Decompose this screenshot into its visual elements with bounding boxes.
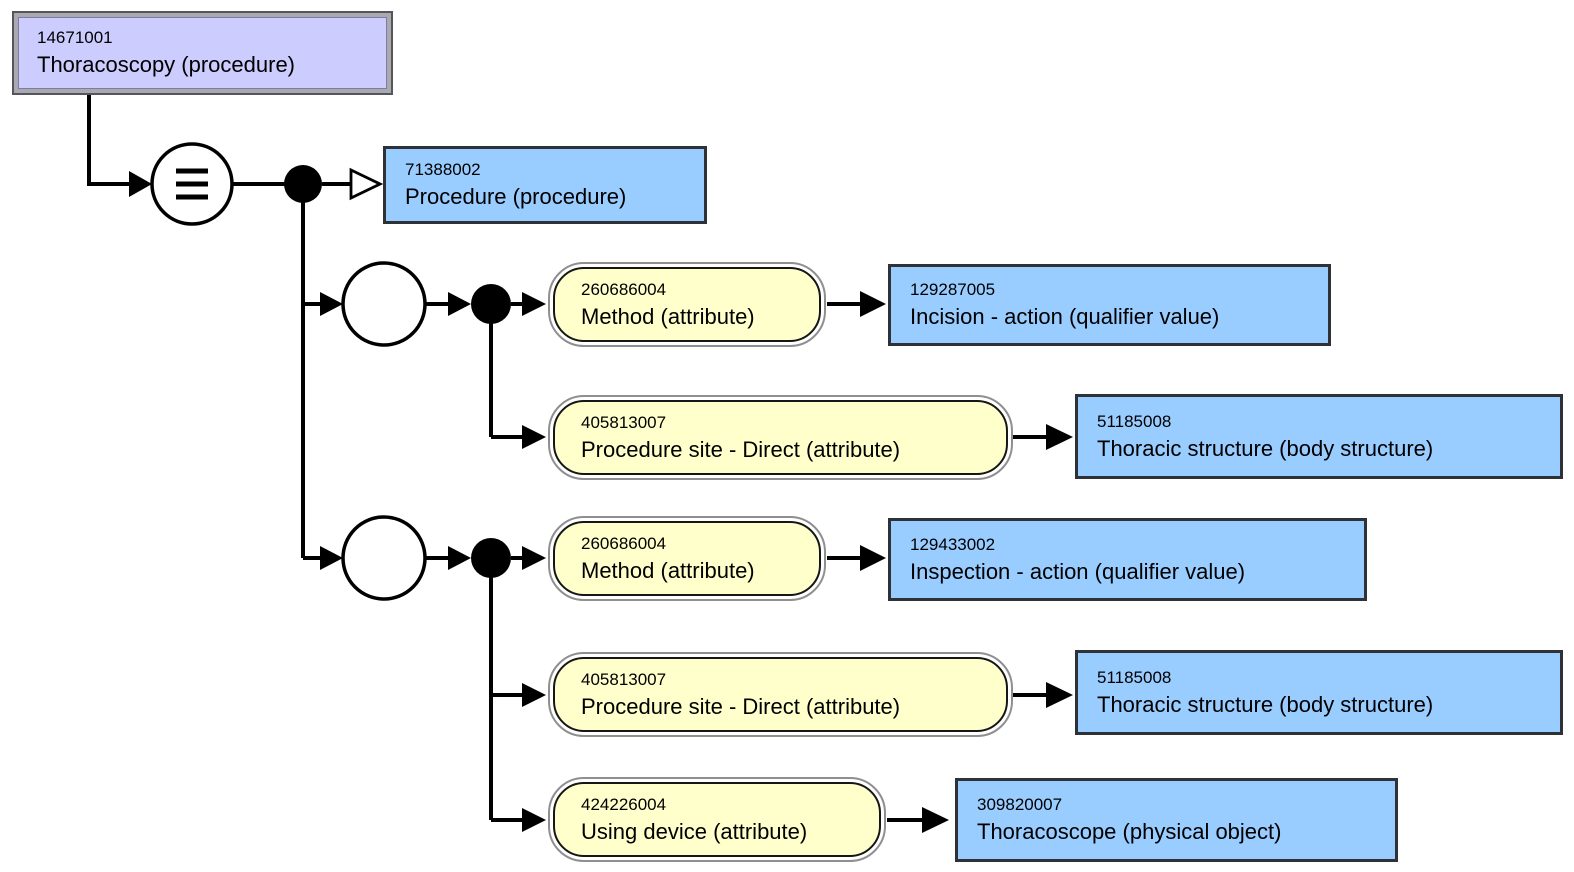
value-box-inspection-action[interactable]: 129433002 Inspection - action (qualifier…: [888, 518, 1367, 601]
concept-term: Procedure (procedure): [405, 184, 627, 210]
conjunction-node-2: [471, 284, 511, 324]
attribute-id: 405813007: [581, 412, 667, 432]
concept-id: 129433002: [910, 534, 996, 554]
arrowhead-into-group1: [320, 292, 343, 316]
concept-term: Thoracic structure (body structure): [1097, 435, 1434, 461]
conjunction-node-3: [471, 538, 511, 578]
role-group-2-icon: [341, 515, 427, 601]
attribute-term: Procedure site - Direct (attribute): [581, 436, 901, 462]
arrowhead-into-status: [129, 171, 152, 197]
attribute-id: 424226004: [581, 794, 667, 814]
concept-term: Thoracic structure (body structure): [1097, 691, 1434, 717]
attribute-box-method-1[interactable]: 260686004 Method (attribute): [548, 262, 826, 347]
arrowhead-g2a3-value: [922, 807, 949, 833]
concept-box-procedure[interactable]: 71388002 Procedure (procedure): [383, 146, 707, 224]
concept-id: 71388002: [405, 160, 481, 180]
attribute-box-procedure-site-1[interactable]: 405813007 Procedure site - Direct (attri…: [548, 395, 1013, 480]
attribute-term: Using device (attribute): [581, 818, 808, 844]
equivalent-to-icon: [150, 142, 234, 226]
arrowhead-g2a1-value: [860, 545, 886, 571]
value-box-thoracoscope[interactable]: 309820007 Thoracoscope (physical object): [955, 778, 1398, 862]
arrowhead-group1-conj: [448, 292, 471, 316]
arrowhead-g1a2-attr: [522, 425, 546, 449]
concept-term: Thoracoscopy (procedure): [37, 52, 296, 78]
concept-id: 51185008: [1097, 667, 1172, 687]
value-box-thoracic-structure-2[interactable]: 51185008 Thoracic structure (body struct…: [1075, 650, 1563, 735]
concept-id: 14671001: [37, 28, 113, 48]
concept-term: Thoracoscope (physical object): [977, 819, 1282, 845]
attribute-term: Procedure site - Direct (attribute): [581, 693, 901, 719]
attribute-term: Method (attribute): [581, 557, 755, 583]
concept-id: 129287005: [910, 280, 996, 300]
conjunction-node-1: [284, 165, 322, 203]
arrowhead-group2-conj: [448, 546, 471, 570]
arrowhead-into-group2: [320, 546, 343, 570]
concept-term: Incision - action (qualifier value): [910, 304, 1220, 330]
attribute-id: 405813007: [581, 669, 667, 689]
arrowhead-g1a1-value: [860, 291, 886, 317]
concept-box-thoracoscopy[interactable]: 14671001 Thoracoscopy (procedure): [12, 11, 393, 95]
arrowhead-g1a1-attr: [522, 292, 546, 316]
connector-root-to-status: [87, 95, 129, 186]
attribute-box-method-2[interactable]: 260686004 Method (attribute): [548, 516, 826, 601]
value-box-thoracic-structure-1[interactable]: 51185008 Thoracic structure (body struct…: [1075, 394, 1563, 479]
value-box-incision-action[interactable]: 129287005 Incision - action (qualifier v…: [888, 264, 1331, 346]
attribute-id: 260686004: [581, 279, 667, 299]
attribute-box-using-device[interactable]: 424226004 Using device (attribute): [548, 777, 886, 862]
arrowhead-g2a2-attr: [522, 683, 546, 707]
concept-term: Inspection - action (qualifier value): [910, 558, 1246, 584]
attribute-id: 260686004: [581, 533, 667, 553]
concept-id: 51185008: [1097, 411, 1172, 431]
concept-id: 309820007: [977, 795, 1063, 815]
arrowhead-g2a3-attr: [522, 808, 546, 832]
attribute-term: Method (attribute): [581, 303, 755, 329]
role-group-1-icon: [341, 261, 427, 347]
arrowhead-g1a2-value: [1046, 424, 1073, 450]
arrowhead-g2a2-value: [1046, 682, 1073, 708]
arrowhead-g2a1-attr: [522, 546, 546, 570]
attribute-box-procedure-site-2[interactable]: 405813007 Procedure site - Direct (attri…: [548, 652, 1013, 737]
isa-arrow-icon: [349, 167, 384, 201]
